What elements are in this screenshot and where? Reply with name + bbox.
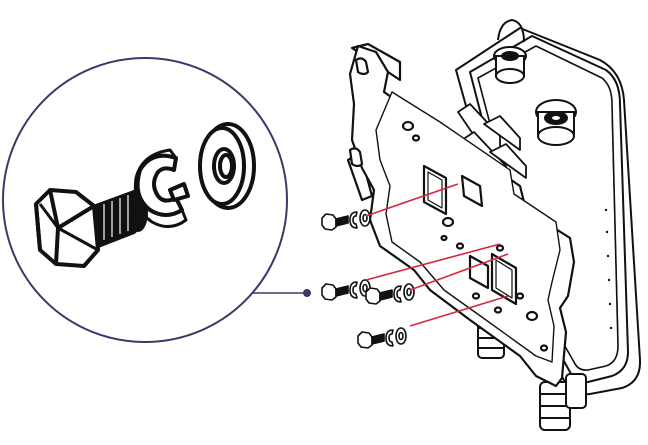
antenna-connector-middle [535, 99, 577, 146]
hex-bolt-large [34, 188, 148, 268]
flat-washer-hole [362, 283, 368, 293]
hex-bolt-shank [379, 289, 393, 301]
hex-bolt-shank [335, 215, 349, 227]
split-lock-washer-large [133, 148, 190, 228]
hex-bolt-shank [335, 285, 349, 297]
guide-line-4 [409, 295, 509, 327]
flat-washer-hole [362, 213, 368, 223]
hex-bolt-head [357, 331, 373, 349]
flat-washer-hole [398, 331, 404, 341]
split-lock-washer [349, 211, 358, 229]
fastener-set [365, 283, 415, 305]
fastener-sets [321, 209, 415, 349]
guide-line-3 [409, 253, 509, 291]
split-lock-washer [385, 329, 394, 347]
hex-bolt-shank [371, 333, 385, 345]
hex-bolt-head [365, 287, 381, 305]
fastener-set [321, 279, 371, 301]
split-lock-washer [393, 285, 402, 303]
assembly-guide-lines [365, 183, 509, 327]
split-lock-washer [349, 281, 358, 299]
guide-line-2 [365, 243, 501, 281]
flat-washer-large [198, 122, 256, 210]
guide-line-1 [365, 183, 459, 217]
hex-bolt-head [321, 283, 337, 301]
cable-gland-right [539, 373, 587, 431]
mounting-plate [346, 42, 576, 388]
hex-bolt-head [321, 213, 337, 231]
antenna-connector-top [493, 18, 527, 84]
fastener-set [357, 327, 407, 349]
fastener-set [321, 209, 371, 231]
flat-washer-hole [406, 287, 412, 297]
callout-leader-dot [303, 289, 311, 297]
callout [2, 57, 311, 343]
